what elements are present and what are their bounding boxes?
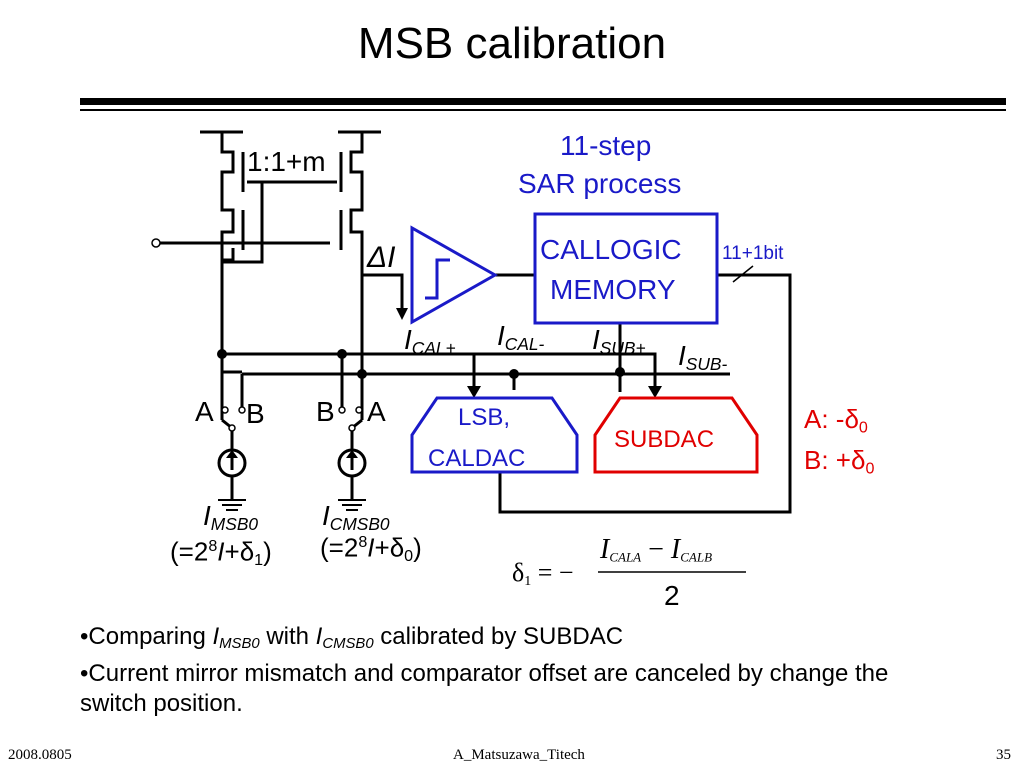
bus-width-label: 11+1bit (722, 243, 784, 264)
subdac-block (593, 396, 759, 474)
title-rule-thick (80, 98, 1006, 105)
pmos-right-top (349, 132, 364, 260)
lsb-line1: LSB, (458, 404, 511, 431)
formula-lhs: δ1 = − (512, 558, 574, 589)
state-b-label: B: +δ0 (804, 445, 875, 478)
comparator (410, 225, 499, 325)
subdac-label: SUBDAC (614, 426, 715, 453)
lsb-line2: CALDAC (428, 445, 526, 472)
state-a-label: A: -δ0 (804, 404, 868, 437)
lsb-caldac-block (410, 396, 579, 474)
feedback-loop (498, 273, 792, 514)
bus-upper (222, 352, 657, 392)
msb0-value: (=28I+δ1) (170, 536, 272, 570)
i-cal-minus-label: ICAL- (497, 320, 545, 354)
page-title: MSB calibration (357, 19, 667, 68)
sar-line2: SAR process (518, 168, 682, 199)
switch-right-a: A (367, 396, 386, 427)
delta-i-wire (362, 273, 404, 311)
switch-left-a: A (195, 396, 214, 427)
i-cal-plus-label: ICAL+ (404, 324, 456, 358)
switch-right-b: B (316, 396, 335, 427)
bullet-1: •Comparing IMSB0 with ICMSB0 calibrated … (80, 623, 624, 653)
bullet-list: •Comparing IMSB0 with ICMSB0 calibrated … (80, 622, 940, 719)
i-msb0-label: IMSB0 (203, 500, 259, 534)
i-cmsb0-label: ICMSB0 (322, 500, 390, 534)
callogic-line1: CALLOGIC (540, 234, 682, 265)
formula-denominator: 2 (664, 580, 680, 611)
i-sub-minus-label: ISUB- (678, 340, 728, 374)
bullet-2: •Current mirror mismatch and comparator … (80, 660, 889, 718)
callogic-line2: MEMORY (550, 274, 676, 305)
cmsb0-value: (=28I+δ0) (320, 532, 422, 566)
mirror-ratio-label: 1:1+m (247, 146, 326, 177)
footer-author: A_Matsuzawa_Titech (453, 747, 585, 763)
pmos-left-top (220, 132, 235, 262)
footer-date: 2008.0805 (8, 747, 72, 763)
footer-page-number: 35 (996, 747, 1011, 763)
delta-i-label: ΔI (367, 241, 396, 274)
switch-left-b: B (246, 398, 265, 429)
callogic-memory-box (533, 212, 719, 325)
sar-line1: 11-step (560, 130, 652, 161)
title-rule-thin (80, 109, 1006, 111)
i-sub-plus-label: ISUB+ (592, 324, 646, 358)
formula-numerator: ICALA − ICALB (600, 534, 713, 565)
